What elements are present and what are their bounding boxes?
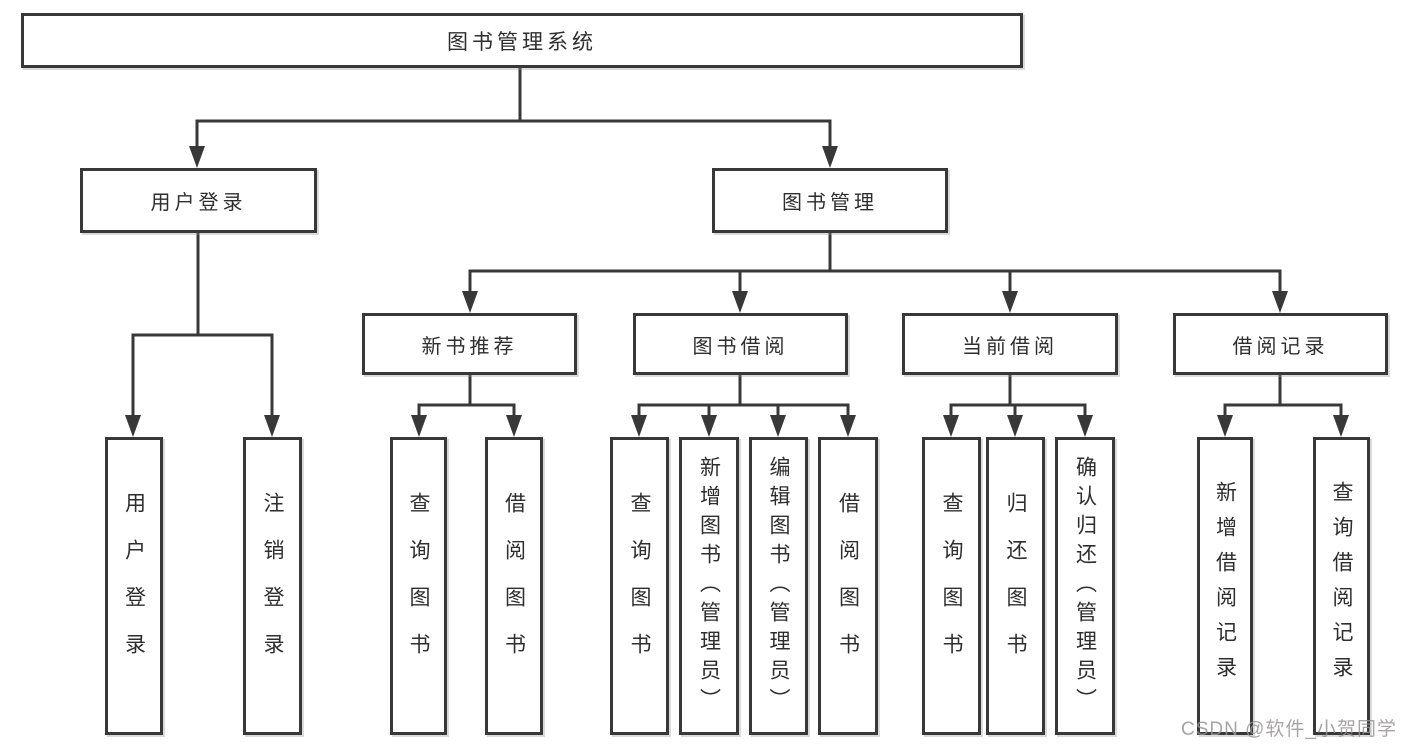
leaf-query-borrow-record: 查询借阅记录: [1313, 437, 1370, 735]
node-book-management: 图书管理: [712, 168, 948, 233]
connector-root-branches: [195, 66, 832, 150]
connector-current-borrow-leaves: [949, 373, 1087, 419]
arrow-down: [770, 415, 786, 437]
leaf-query-books-recommend: 查询图书: [390, 437, 447, 735]
node-user-login-branch: 用户登录: [80, 168, 317, 233]
leaf-add-books-admin-label: 新增图书（管理员）: [697, 455, 721, 717]
node-borrow-records-label: 借阅记录: [1232, 335, 1329, 358]
leaf-query-books-current-label: 查询图书: [940, 492, 963, 680]
connector-user-login-leaves: [131, 231, 274, 419]
node-current-borrow: 当前借阅: [902, 313, 1118, 375]
arrow-down: [631, 415, 647, 437]
arrow-down: [264, 415, 280, 437]
leaf-return-books-label: 归还图书: [1004, 492, 1027, 680]
connector-new-book-recommend-leaves: [417, 373, 516, 419]
connector-borrow-records-leaves: [1223, 373, 1343, 419]
leaf-edit-books-admin: 编辑图书（管理员）: [749, 437, 808, 735]
node-current-borrow-label: 当前借阅: [962, 335, 1058, 358]
watermark-text: CSDN @软件_小贺同学: [1181, 719, 1397, 740]
node-book-borrow: 图书借阅: [633, 313, 848, 375]
arrow-down: [1007, 415, 1023, 437]
leaf-return-books: 归还图书: [986, 437, 1045, 735]
arrow-down: [732, 291, 748, 313]
arrow-down: [1217, 415, 1233, 437]
leaf-borrow-books-recommend: 借阅图书: [485, 437, 543, 735]
node-book-management-label: 图书管理: [782, 192, 878, 214]
arrow-down: [189, 146, 205, 168]
leaf-confirm-return-admin: 确认归还（管理员）: [1055, 437, 1115, 735]
arrow-down: [943, 415, 959, 437]
arrow-down: [462, 291, 478, 313]
leaf-add-books-admin: 新增图书（管理员）: [679, 437, 739, 735]
arrow-down: [1272, 291, 1288, 313]
leaf-query-books-borrow: 查询图书: [610, 437, 669, 735]
leaf-logout: 注销登录: [243, 437, 302, 735]
leaf-query-books-borrow-label: 查询图书: [628, 492, 651, 680]
arrow-down: [506, 415, 522, 437]
node-user-login-branch-label: 用户登录: [150, 192, 247, 214]
leaf-borrow-books-recommend-label: 借阅图书: [502, 492, 526, 680]
leaf-add-borrow-record-label: 新增借阅记录: [1213, 481, 1237, 691]
leaf-edit-books-admin-label: 编辑图书（管理员）: [767, 455, 790, 717]
leaf-query-books-recommend-label: 查询图书: [407, 492, 430, 680]
leaf-add-borrow-record: 新增借阅记录: [1197, 437, 1253, 735]
leaf-user-login-label: 用户登录: [122, 492, 146, 680]
arrow-down: [125, 415, 141, 437]
leaf-query-books-current: 查询图书: [922, 437, 981, 735]
node-root: 图书管理系统: [21, 13, 1023, 68]
leaf-logout-label: 注销登录: [261, 492, 284, 680]
leaf-borrow-books: 借阅图书: [818, 437, 878, 735]
leaf-query-borrow-record-label: 查询借阅记录: [1330, 481, 1353, 691]
leaf-borrow-books-label: 借阅图书: [836, 492, 860, 680]
leaf-user-login: 用户登录: [105, 437, 163, 735]
arrow-down: [1002, 291, 1018, 313]
arrow-down: [840, 415, 856, 437]
arrow-down: [701, 415, 717, 437]
node-new-book-recommend-label: 新书推荐: [421, 335, 518, 358]
connector-book-borrow-leaves: [637, 373, 850, 419]
connector-book-management-sections: [468, 231, 1282, 295]
leaf-confirm-return-admin-label: 确认归还（管理员）: [1073, 455, 1097, 717]
arrow-down: [1333, 415, 1349, 437]
arrow-down: [411, 415, 427, 437]
node-root-label: 图书管理系统: [447, 30, 597, 54]
node-book-borrow-label: 图书借阅: [692, 335, 789, 358]
arrow-down: [822, 146, 838, 168]
arrow-down: [1077, 415, 1093, 437]
node-borrow-records: 借阅记录: [1173, 313, 1388, 375]
node-new-book-recommend: 新书推荐: [362, 313, 577, 375]
